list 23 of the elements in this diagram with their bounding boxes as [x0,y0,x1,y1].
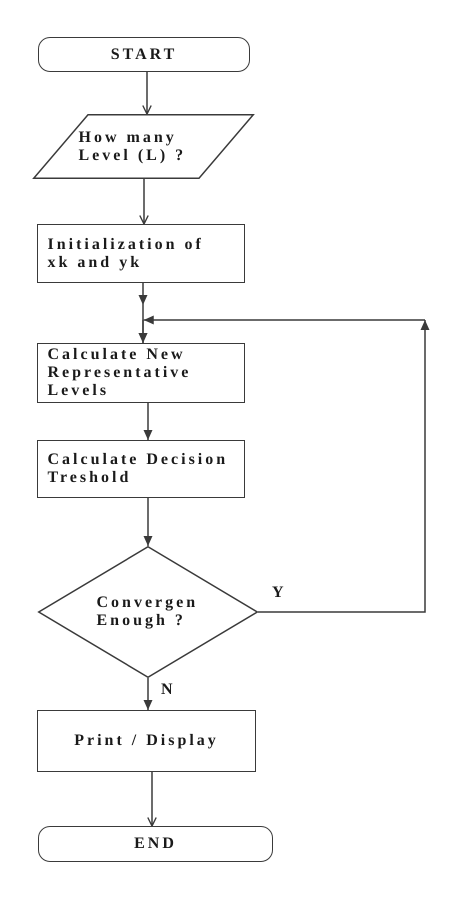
arrow [139,179,149,225]
terminal-label: START [110,46,178,64]
arrow [142,72,152,115]
process-box [37,343,245,403]
arrow [147,772,157,827]
arrow [144,678,152,710]
terminal-box [38,37,250,72]
step-text: Initialization of xk and yk [48,236,205,272]
decision-diamond [38,546,258,678]
loop-arrow [138,316,430,613]
step-text: Print / Display [74,732,219,750]
process-box [37,224,245,283]
input-parallelogram [33,114,254,179]
terminal-label: END [134,835,177,853]
process-box [37,710,256,772]
arrow [144,498,152,546]
step-text: How many Level (L) ? [78,128,188,164]
terminal-box [38,826,273,862]
process-box [37,440,245,498]
step-text: Calculate Decision Treshold [48,451,230,487]
step-text: Calculate New Representative Levels [48,346,192,400]
arrow [144,403,152,440]
step-text: Convergen Enough ? [96,594,200,630]
